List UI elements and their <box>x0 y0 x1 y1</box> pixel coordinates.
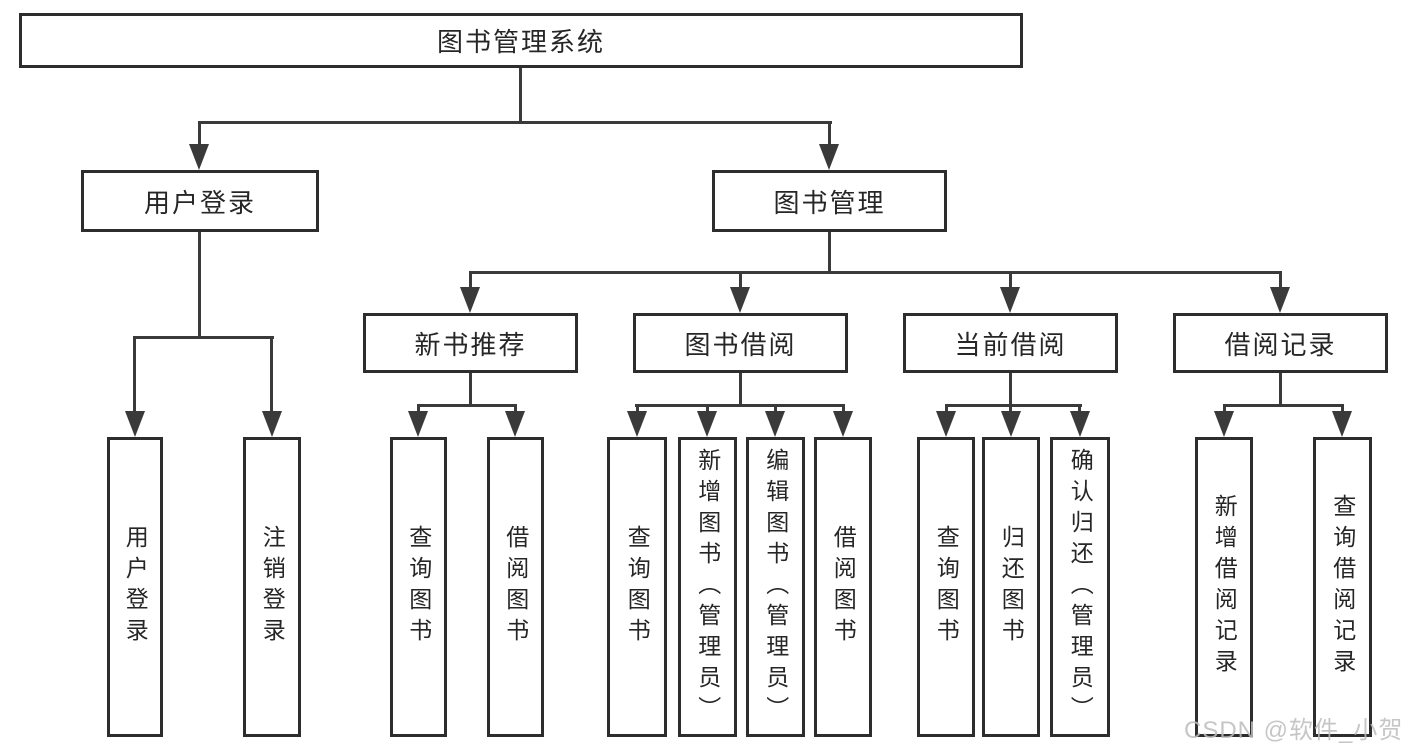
connector-line <box>134 336 274 339</box>
connector-line <box>519 68 522 122</box>
connector-line <box>1279 373 1282 407</box>
connector-line <box>1009 404 1012 413</box>
node-new-book-recommend: 新书推荐 <box>363 313 578 373</box>
connector-line <box>706 404 709 413</box>
connector-line <box>636 404 639 413</box>
connector-line <box>133 336 136 413</box>
connector-line <box>417 404 517 407</box>
connector-line <box>1009 373 1012 407</box>
arrowhead-down-icon <box>408 411 428 437</box>
node-current-borrowing: 当前借阅 <box>903 313 1118 373</box>
connector-line <box>774 404 777 413</box>
connector-line <box>1279 271 1282 289</box>
arrowhead-down-icon <box>730 287 750 313</box>
leaf-query-books-newrec: 查询图书 <box>390 437 447 737</box>
arrowhead-down-icon <box>1214 411 1234 437</box>
node-book-borrowing: 图书借阅 <box>633 313 848 373</box>
connector-line <box>1009 271 1012 289</box>
arrowhead-down-icon <box>189 144 209 170</box>
leaf-user-login: 用户登录 <box>107 437 163 737</box>
connector-line <box>469 271 472 289</box>
connector-line <box>945 404 1082 407</box>
arrowhead-down-icon <box>505 411 525 437</box>
arrowhead-down-icon <box>460 287 480 313</box>
connector-line <box>469 373 472 407</box>
connector-line <box>1078 404 1081 413</box>
node-book-management: 图书管理 <box>712 170 947 232</box>
leaf-confirm-return-admin: 确认归还（管理员） <box>1050 437 1110 737</box>
arrowhead-down-icon <box>765 411 785 437</box>
leaf-borrow-books-newrec: 借阅图书 <box>487 437 544 737</box>
connector-line <box>1223 404 1226 413</box>
connector-line <box>828 232 831 273</box>
node-borrow-records: 借阅记录 <box>1173 313 1388 373</box>
arrowhead-down-icon <box>697 411 717 437</box>
leaf-add-borrow-record: 新增借阅记录 <box>1195 437 1253 737</box>
arrowhead-down-icon <box>1332 411 1352 437</box>
connector-line <box>1341 404 1344 413</box>
connector-line <box>198 232 201 339</box>
arrowhead-down-icon <box>262 411 282 437</box>
connector-line <box>198 121 201 146</box>
connector-line <box>739 271 742 289</box>
node-user-login: 用户登录 <box>81 170 319 232</box>
node-library-system: 图书管理系统 <box>19 13 1023 68</box>
connector-line <box>198 121 832 124</box>
connector-line <box>514 404 517 413</box>
connector-line <box>945 404 948 413</box>
arrowhead-down-icon <box>833 411 853 437</box>
arrowhead-down-icon <box>125 411 145 437</box>
arrowhead-down-icon <box>627 411 647 437</box>
connector-line <box>842 404 845 413</box>
connector-line <box>469 271 1281 274</box>
leaf-query-books-current: 查询图书 <box>917 437 975 737</box>
arrowhead-down-icon <box>1270 287 1290 313</box>
arrowhead-down-icon <box>1001 411 1021 437</box>
connector-line <box>270 336 273 413</box>
leaf-query-books-borrow: 查询图书 <box>607 437 667 737</box>
leaf-borrow-books-borrow: 借阅图书 <box>814 437 872 737</box>
connector-line <box>635 404 845 407</box>
connector-line <box>417 404 420 413</box>
leaf-add-books-admin: 新增图书（管理员） <box>678 437 737 737</box>
arrowhead-down-icon <box>936 411 956 437</box>
arrowhead-down-icon <box>1000 287 1020 313</box>
leaf-logout: 注销登录 <box>243 437 301 737</box>
watermark: CSDN @软件_小贺同学 <box>1184 717 1405 744</box>
leaf-edit-books-admin: 编辑图书（管理员） <box>746 437 805 737</box>
arrowhead-down-icon <box>1070 411 1090 437</box>
connector-line <box>1223 404 1344 407</box>
connector-line <box>828 121 831 146</box>
leaf-query-borrow-record: 查询借阅记录 <box>1313 437 1372 737</box>
leaf-return-books: 归还图书 <box>982 437 1040 737</box>
connector-line <box>739 373 742 407</box>
arrowhead-down-icon <box>819 144 839 170</box>
